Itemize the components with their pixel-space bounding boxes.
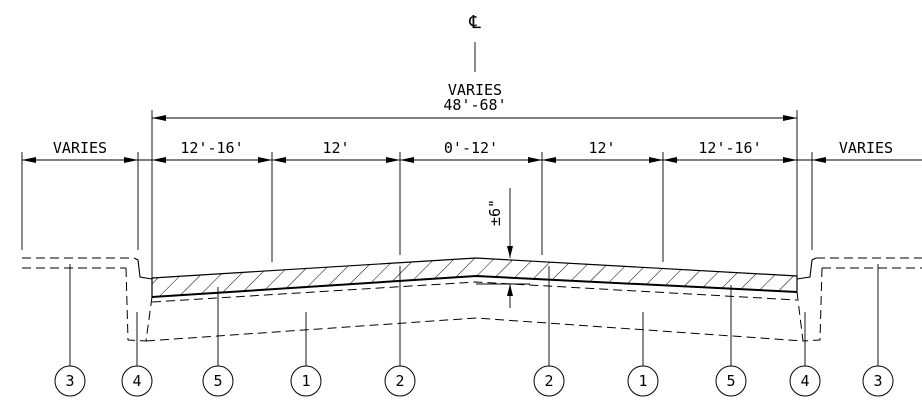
dim-arrow <box>22 157 36 163</box>
right-gutter-dashed <box>802 267 823 342</box>
dim-arrow <box>812 157 826 163</box>
base-course-line <box>151 281 798 303</box>
dim-arrow <box>258 157 272 163</box>
left-gutter-dashed <box>125 267 147 342</box>
callout-2-right: 2 <box>533 365 565 397</box>
thickness-arrow-bottom <box>507 284 513 296</box>
centerline-symbol: ℄ <box>468 12 481 33</box>
callout-1-left-label: 1 <box>301 372 310 390</box>
callout-4-left: 4 <box>121 365 153 397</box>
dim-arrow <box>124 157 138 163</box>
base-left-edge <box>145 296 153 342</box>
overall-dim-text-1: VARIES <box>448 81 502 99</box>
dim-arrow <box>386 157 400 163</box>
overall-dim-text-2: 48'-68' <box>443 96 506 114</box>
dim-arrow <box>783 157 797 163</box>
dim-label-right-varies: VARIES <box>839 139 893 157</box>
callout-5-left-label: 5 <box>213 372 222 390</box>
left-curb <box>133 257 153 280</box>
dim-arrow <box>663 157 677 163</box>
thickness-arrow-top <box>507 246 513 258</box>
dim-arrow <box>272 157 286 163</box>
callout-3-right-label: 3 <box>873 372 882 390</box>
dim-arrow <box>400 157 414 163</box>
dim-arrow <box>152 157 166 163</box>
callout-2-left-label: 2 <box>395 372 404 390</box>
thickness-label: ±6" <box>486 199 504 226</box>
dim-arrow <box>542 157 556 163</box>
surface-bottom-thick <box>151 274 798 298</box>
callout-1-right-label: 1 <box>638 372 647 390</box>
callout-5-right-label: 5 <box>726 372 735 390</box>
callout-5-left: 5 <box>202 365 234 397</box>
dim-arrow <box>649 157 663 163</box>
subbase-line <box>145 317 804 342</box>
callout-4-right-label: 4 <box>800 372 809 390</box>
callout-2-left: 2 <box>384 365 416 397</box>
callout-4-right: 4 <box>789 365 821 397</box>
callout-3-right: 3 <box>862 365 894 397</box>
dim-label-segment-5: 12'-16' <box>698 139 761 157</box>
dim-label-segment-2: 12' <box>322 139 349 157</box>
callout-2-right-label: 2 <box>544 372 553 390</box>
dim-arrow <box>528 157 542 163</box>
callout-5-right: 5 <box>715 365 747 397</box>
overall-dim-arrow-right <box>783 115 797 121</box>
dim-label-segment-4: 12' <box>588 139 615 157</box>
callout-1-right: 1 <box>627 365 659 397</box>
callout-3-left-label: 3 <box>65 372 74 390</box>
callout-3-left: 3 <box>54 365 86 397</box>
overall-dim-arrow-left <box>152 115 166 121</box>
callout-1-left: 1 <box>290 365 322 397</box>
callout-4-left-label: 4 <box>132 372 141 390</box>
right-curb <box>796 257 817 280</box>
base-right-edge <box>796 291 804 342</box>
dim-label-left-varies: VARIES <box>53 139 107 157</box>
dim-label-segment-1: 12'-16' <box>180 139 243 157</box>
dim-label-segment-3: 0'-12' <box>444 139 498 157</box>
